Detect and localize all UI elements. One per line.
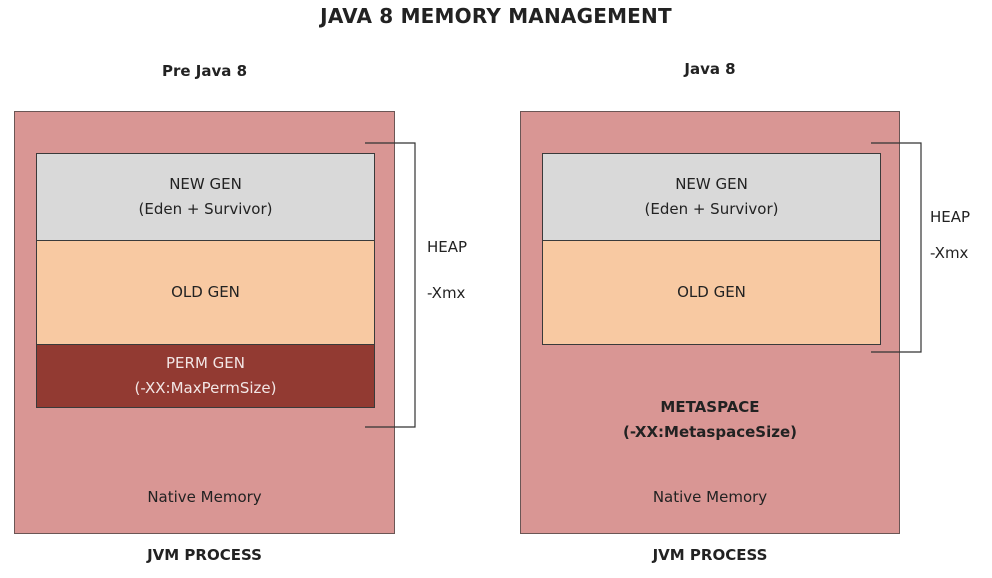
pre-java8-jvm-process-box: NEW GEN (Eden + Survivor) OLD GEN PERM G… [14, 111, 395, 534]
pre-java8-xmx-label: -Xmx [427, 284, 466, 302]
perm-gen-title: PERM GEN [166, 354, 245, 372]
java8-heap-label: HEAP [930, 208, 971, 226]
pre-java8-heap-label: HEAP [427, 238, 468, 256]
java8-heap-bracket [871, 142, 922, 353]
java8-new-gen: NEW GEN (Eden + Survivor) [543, 154, 880, 240]
new-gen-subtitle: (Eden + Survivor) [138, 200, 273, 218]
pre-java8-new-gen: NEW GEN (Eden + Survivor) [37, 154, 374, 240]
java8-old-gen: OLD GEN [543, 240, 880, 344]
java8-metaspace: METASPACE (-XX:MetaspaceSize) [521, 395, 899, 445]
pre-java8-perm-gen: PERM GEN (-XX:MaxPermSize) [37, 344, 374, 407]
new-gen-title: NEW GEN [675, 175, 748, 193]
java8-footer: JVM PROCESS [652, 546, 768, 564]
java8-jvm-process-box: NEW GEN (Eden + Survivor) OLD GEN METASP… [520, 111, 900, 534]
pre-java8-heap-bracket [365, 142, 416, 428]
java8-heap-regions: NEW GEN (Eden + Survivor) OLD GEN [542, 153, 881, 345]
pre-java8-old-gen: OLD GEN [37, 240, 374, 344]
java8-label: Java 8 [684, 60, 736, 78]
pre-java8-label: Pre Java 8 [161, 62, 248, 80]
diagram-title: JAVA 8 MEMORY MANAGEMENT [320, 4, 672, 28]
java8-native-memory: Native Memory [652, 488, 768, 506]
old-gen-title: OLD GEN [171, 283, 240, 301]
metaspace-title: METASPACE [660, 398, 760, 416]
metaspace-subtitle: (-XX:MetaspaceSize) [623, 423, 797, 441]
new-gen-subtitle: (Eden + Survivor) [644, 200, 779, 218]
pre-java8-footer: JVM PROCESS [147, 546, 262, 564]
pre-java8-heap-regions: NEW GEN (Eden + Survivor) OLD GEN PERM G… [36, 153, 375, 408]
old-gen-title: OLD GEN [677, 283, 746, 301]
java8-xmx-label: -Xmx [930, 244, 969, 262]
pre-java8-native-memory: Native Memory [147, 488, 262, 506]
new-gen-title: NEW GEN [169, 175, 242, 193]
perm-gen-subtitle: (-XX:MaxPermSize) [134, 379, 277, 397]
